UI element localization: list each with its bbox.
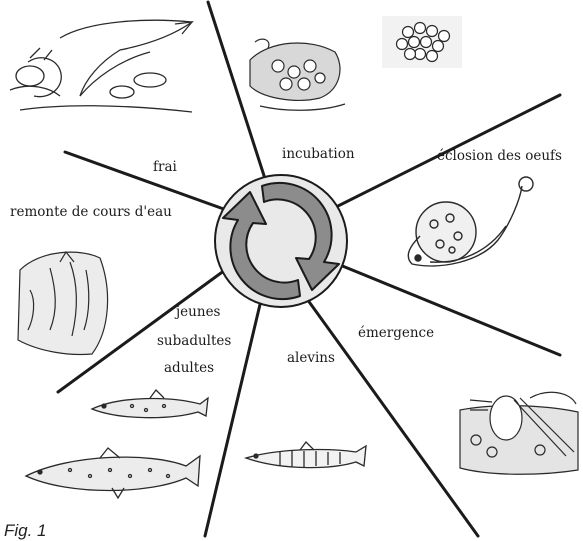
alevin-sketch [246, 442, 366, 468]
hatching-egg-sketch [408, 177, 533, 266]
divider-line [208, 2, 268, 188]
fish-upstream-sketch [18, 252, 108, 354]
label-eclosion: éclosion des oeufs [437, 150, 562, 164]
label-frai: frai [153, 161, 177, 175]
label-incubation: incubation [282, 148, 355, 162]
divider-line [205, 296, 262, 536]
label-jeunes: jeunes [176, 306, 220, 320]
egg-nest-sketch [250, 39, 345, 110]
cycle-arrows-icon [215, 175, 347, 307]
figure-caption: Fig. 1 [4, 522, 47, 539]
fish-spawning-sketch [10, 20, 192, 112]
divider-line [65, 152, 232, 212]
label-alevins: alevins [287, 352, 335, 366]
label-adultes: adultes [164, 362, 214, 376]
label-emergence: émergence [358, 327, 434, 341]
egg-cluster-sketch [382, 16, 462, 68]
label-subadultes: subadultes [157, 335, 231, 349]
label-remonte: remonte de cours d'eau [10, 206, 172, 220]
adult-trout-sketch [26, 448, 200, 498]
emergence-sketch [460, 392, 578, 474]
divider-line [340, 265, 560, 355]
juvenile-fish-sketch [92, 390, 208, 418]
